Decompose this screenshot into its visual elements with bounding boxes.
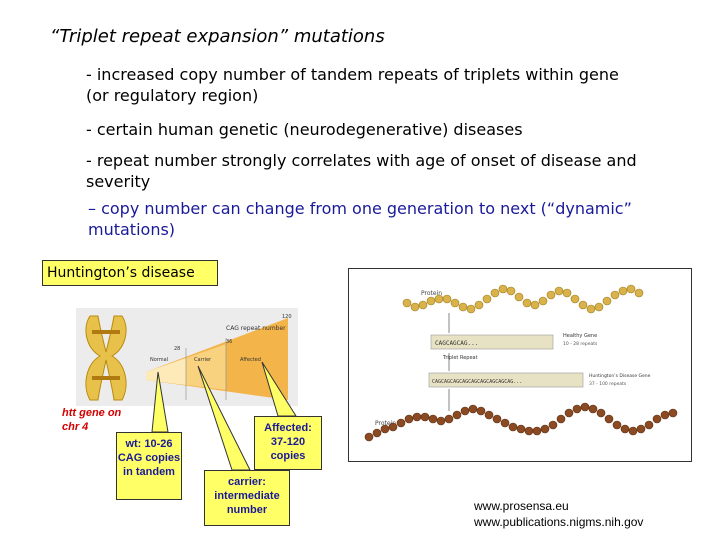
bullet-onset-correlation: - repeat number strongly correlates with…	[86, 151, 637, 191]
source-nigms: www.publications.nigms.nih.gov	[474, 515, 644, 529]
slide-title: “Triplet repeat expansion” mutations	[50, 26, 385, 47]
axis-title: CAG repeat number	[226, 325, 286, 332]
healthy-sequence: CAGCAGCAG...	[435, 340, 478, 347]
htt-gene-label: htt gene on chr 4	[62, 407, 122, 433]
healthy-protein-chain	[402, 284, 644, 314]
triplet-repeat-label: Triplet Repeat	[442, 355, 478, 361]
category-carrier: Carrier	[194, 357, 212, 363]
disease-gene-range: 37 - 100 repeats	[589, 381, 627, 387]
bullet-dynamic-mutations: – copy number can change from one genera…	[88, 199, 632, 239]
disease-sequence: CAGCAGCAGCAGCAGCAGCAGCAGCAG...	[432, 379, 522, 385]
callout-affected: Affected: 37-120 copies	[254, 416, 322, 470]
repeat-number-figure: CAG repeat number 120 36 28 Normal Carri…	[76, 308, 298, 406]
protein-bottom-label: Protein	[375, 420, 396, 427]
tick-120: 120	[282, 314, 292, 320]
tick-36: 36	[226, 339, 232, 345]
protein-top-label: Protein	[421, 290, 442, 297]
category-normal: Normal	[150, 357, 168, 363]
category-affected: Affected	[240, 357, 261, 363]
callout-carrier: carrier: intermediate number	[204, 470, 290, 526]
disease-gene-label: Huntington’s Disease Gene	[589, 373, 651, 379]
bullet-diseases: - certain human genetic (neurodegenerati…	[86, 120, 523, 139]
disease-protein-chain	[364, 402, 678, 442]
healthy-gene-range: 10 - 28 repeats	[563, 341, 598, 347]
healthy-gene-label: Healthy Gene	[563, 333, 597, 339]
callout-wild-type: wt: 10-26 CAG copies in tandem	[116, 432, 182, 500]
source-prosensa: www.prosensa.eu	[474, 499, 569, 513]
bullet-copy-number: - increased copy number of tandem repeat…	[86, 65, 619, 105]
chromosome-4-icon	[85, 315, 127, 401]
huntingtons-disease-label: Huntington’s disease	[42, 260, 218, 286]
tick-28: 28	[174, 346, 180, 352]
protein-gene-figure: Protein CAGCAGCAG... Healthy Gene 10 - 2…	[348, 268, 692, 462]
